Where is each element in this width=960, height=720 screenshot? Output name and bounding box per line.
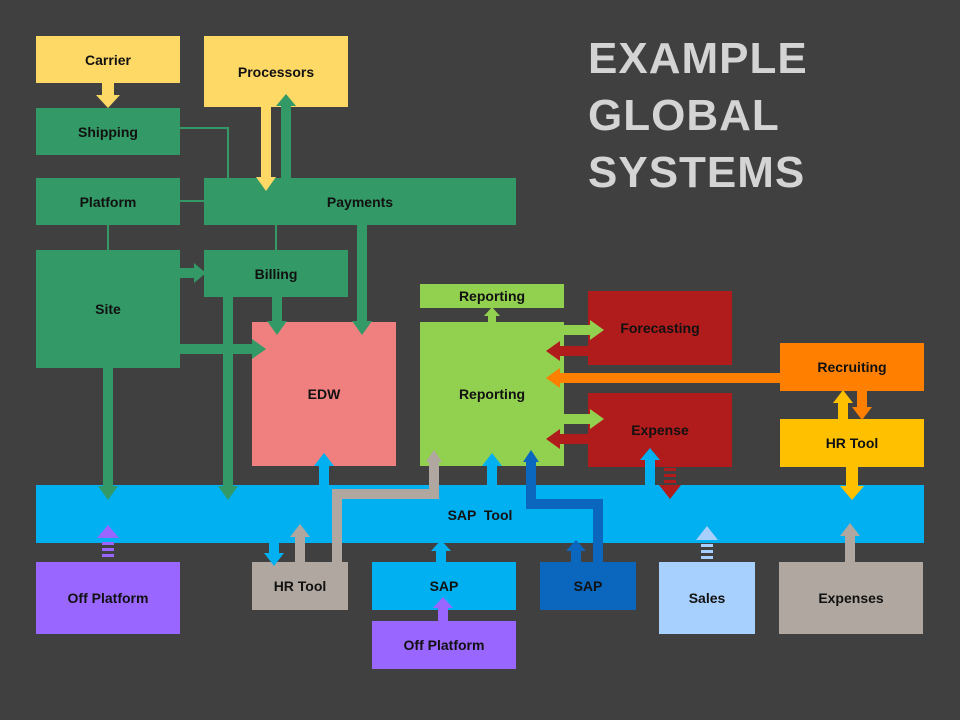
expense-box: Expense [588,393,732,467]
saplight-saptool-arrow [431,540,451,562]
payments-edw-arrow [352,225,372,335]
forecasting-box: Forecasting [588,291,732,365]
reporting-main-box: Reporting [420,322,564,466]
recruiting-reporting-arrow [546,368,780,388]
recruiting-box: Recruiting [780,343,924,391]
billing-saptool-arrow [218,297,238,500]
offplatform-saptool-arrow [97,525,119,557]
carrier-shipping-arrow [96,83,120,108]
payments-processors-arrow [276,94,296,178]
forecasting-reporting-arrow [546,341,588,361]
title-line-2: GLOBAL [588,91,780,140]
saptool-hrtool-arrow [264,543,284,566]
site-edw-arrow [180,339,266,359]
payments-box: Payments [204,178,516,225]
sapdark-saptool-arrow [566,540,586,562]
hrtool-saptool-arrow [840,467,864,500]
edw-label: EDW [307,386,341,402]
sales-box: Sales [659,562,755,634]
expenses-label: Expenses [818,590,884,606]
reporting-up-arrow [484,307,500,322]
hr-tool-bottom-label: HR Tool [273,578,327,594]
processors-label: Processors [237,63,315,80]
sales-saptool-arrow [696,526,718,559]
sap-light-label: SAP [429,578,459,594]
green-thin-connectors [107,127,277,250]
payments-label: Payments [326,193,394,210]
reporting-top-box: Reporting [420,284,564,308]
site-box: Site [36,250,180,368]
hr-tool-right-label: HR Tool [825,435,879,451]
hrtool-reporting-arrow [332,450,442,562]
saptool-reporting-arrow [482,453,502,486]
recruiting-label: Recruiting [817,359,887,375]
recruiting-hrtool-down-arrow [852,391,872,420]
sap-tool-label: SAP Tool [447,507,513,523]
offplatform-saplight-arrow [433,597,453,622]
expense-reporting-arrow [546,429,588,449]
shipping-box: Shipping [36,108,180,155]
sapdark-reporting-arrow [523,450,603,562]
off-platform-left-box: Off Platform [36,562,180,634]
expense-saptool-arrow [659,468,681,499]
reporting-top-label: Reporting [458,288,526,304]
saptool-edw-arrow [314,453,334,486]
off-platform-left-label: Off Platform [67,590,149,606]
carrier-box: Carrier [36,36,180,83]
site-saptool-arrow [98,368,118,500]
sap-dark-label: SAP [573,578,603,594]
processors-payments-arrow [256,107,276,191]
processors-box: Processors [204,36,348,107]
expenses-saptool-arrow [840,523,860,562]
hr-tool-right-box: HR Tool [780,419,924,467]
expenses-box: Expenses [779,562,923,634]
reporting-forecasting-arrow [564,320,604,340]
shipping-label: Shipping [78,123,138,140]
off-platform-bottom-box: Off Platform [372,621,516,669]
saptool-expense-arrow [640,448,660,486]
hrtool-recruiting-up-arrow [833,390,853,419]
title-line-3: SYSTEMS [588,148,806,197]
edw-box: EDW [252,322,396,466]
sap-tool-bar: SAP Tool [36,485,924,543]
forecasting-label: Forecasting [620,320,700,336]
site-label: Site [95,301,121,317]
hr-tool-bottom-box: HR Tool [252,562,348,610]
billing-label: Billing [254,265,298,282]
expense-label: Expense [631,422,689,438]
carrier-label: Carrier [85,51,131,68]
title-line-1: EXAMPLE [588,34,808,83]
page-title: EXAMPLE GLOBAL SYSTEMS [588,30,808,201]
billing-box: Billing [204,250,348,297]
reporting-expense-arrow [564,409,604,429]
billing-edw-arrow [267,297,287,335]
platform-label: Platform [79,193,137,210]
reporting-main-label: Reporting [458,386,526,402]
off-platform-bottom-label: Off Platform [403,637,485,653]
site-billing-arrow [180,263,206,283]
sap-dark-box: SAP [540,562,636,610]
hrtool-saptool-arrow [290,524,310,562]
sales-label: Sales [688,590,726,606]
platform-box: Platform [36,178,180,225]
